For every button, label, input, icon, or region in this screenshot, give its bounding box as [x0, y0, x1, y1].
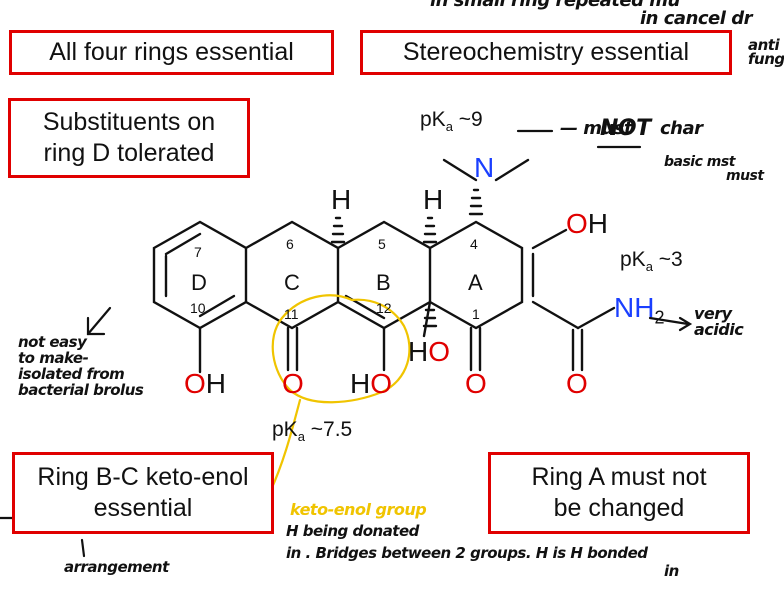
handwriting-strokes [0, 129, 693, 558]
note-h-donated: H being donated [286, 522, 419, 540]
ring-d-double-1 [164, 232, 202, 256]
ring-label-d: D [191, 270, 207, 295]
box-ring-a: Ring A must not be changed [488, 452, 750, 534]
note-must: — must [560, 118, 633, 139]
box-stereo-text: Stereochemistry essential [402, 38, 690, 66]
note-top: in cancel dr [640, 8, 752, 29]
pka-amine: pKa ~9 [420, 108, 483, 135]
num-5: 5 [378, 236, 386, 252]
atom-o-c1: O [465, 368, 487, 399]
ring-a-bonds [428, 220, 524, 330]
atom-o-amide: O [566, 368, 588, 399]
atom-nh2-amide: NH2 [614, 292, 665, 328]
note-not: NOT [600, 116, 651, 141]
bond-amide-n [576, 306, 616, 330]
note-arrangement: arrangement [64, 558, 169, 576]
atom-ho-c12: HO [350, 368, 393, 399]
bond-n-me1 [442, 158, 478, 182]
note-bridges: in . Bridges between 2 groups. H is H bo… [286, 544, 648, 562]
atom-h-5a: H [331, 184, 352, 215]
stereo-hash-bonds [330, 188, 484, 328]
pka-ketoenol: pKa ~7.5 [272, 418, 353, 445]
note-basic2: must [726, 168, 764, 184]
ring-label-b: B [376, 270, 391, 295]
atom-h-4a: H [423, 184, 444, 215]
num-6: 6 [286, 236, 294, 252]
box-rings-essential: All four rings essential [9, 30, 334, 75]
num-1: 1 [472, 306, 480, 322]
box-stereochemistry: Stereochemistry essential [360, 30, 732, 75]
note-top-b: in small ring repeated mu [430, 0, 680, 11]
box-substituents: Substituents on ring D tolerated [8, 98, 250, 178]
atom-oh-ring-d: OH [184, 368, 227, 399]
tick-arrangement [80, 538, 86, 558]
ring-label-a: A [468, 270, 483, 295]
atom-oh-c3: OH [566, 208, 609, 239]
arrow-very [648, 316, 690, 326]
num-4: 4 [470, 236, 478, 252]
pka-enol-oh: pKa ~3 [620, 248, 683, 275]
ring-b-bonds [336, 220, 432, 330]
box-ketoenol-text: Ring B-C keto-enol essential [37, 463, 249, 522]
num-11: 11 [284, 306, 299, 322]
note-basic: basic mst [664, 154, 735, 170]
note-in: in [664, 562, 679, 580]
num-10: 10 [190, 300, 206, 316]
arrow-noteasy [86, 306, 112, 336]
note-change: char [660, 118, 703, 139]
bond-amide-c [531, 300, 580, 330]
atom-n-dimethylamino: N [474, 152, 495, 183]
atom-o-c11: O [282, 368, 304, 399]
num-7: 7 [194, 244, 202, 260]
ring-c-bonds [244, 220, 340, 330]
box-ketoenol: Ring B-C keto-enol essential [12, 452, 274, 534]
ring-label-c: C [284, 270, 300, 295]
num-12: 12 [376, 300, 392, 316]
note-ketoenol-group: keto-enol group [290, 500, 427, 519]
box-substituents-text: Substituents on ring D tolerated [42, 108, 216, 167]
bond-n-me2 [494, 158, 530, 182]
ring-d-double-3 [198, 294, 236, 318]
atom-ho-c12a: HO [408, 336, 451, 367]
box-ringa-text: Ring A must not be changed [531, 463, 707, 522]
bond-c3-oh [531, 228, 568, 250]
box-rings-text: All four rings essential [49, 38, 294, 66]
